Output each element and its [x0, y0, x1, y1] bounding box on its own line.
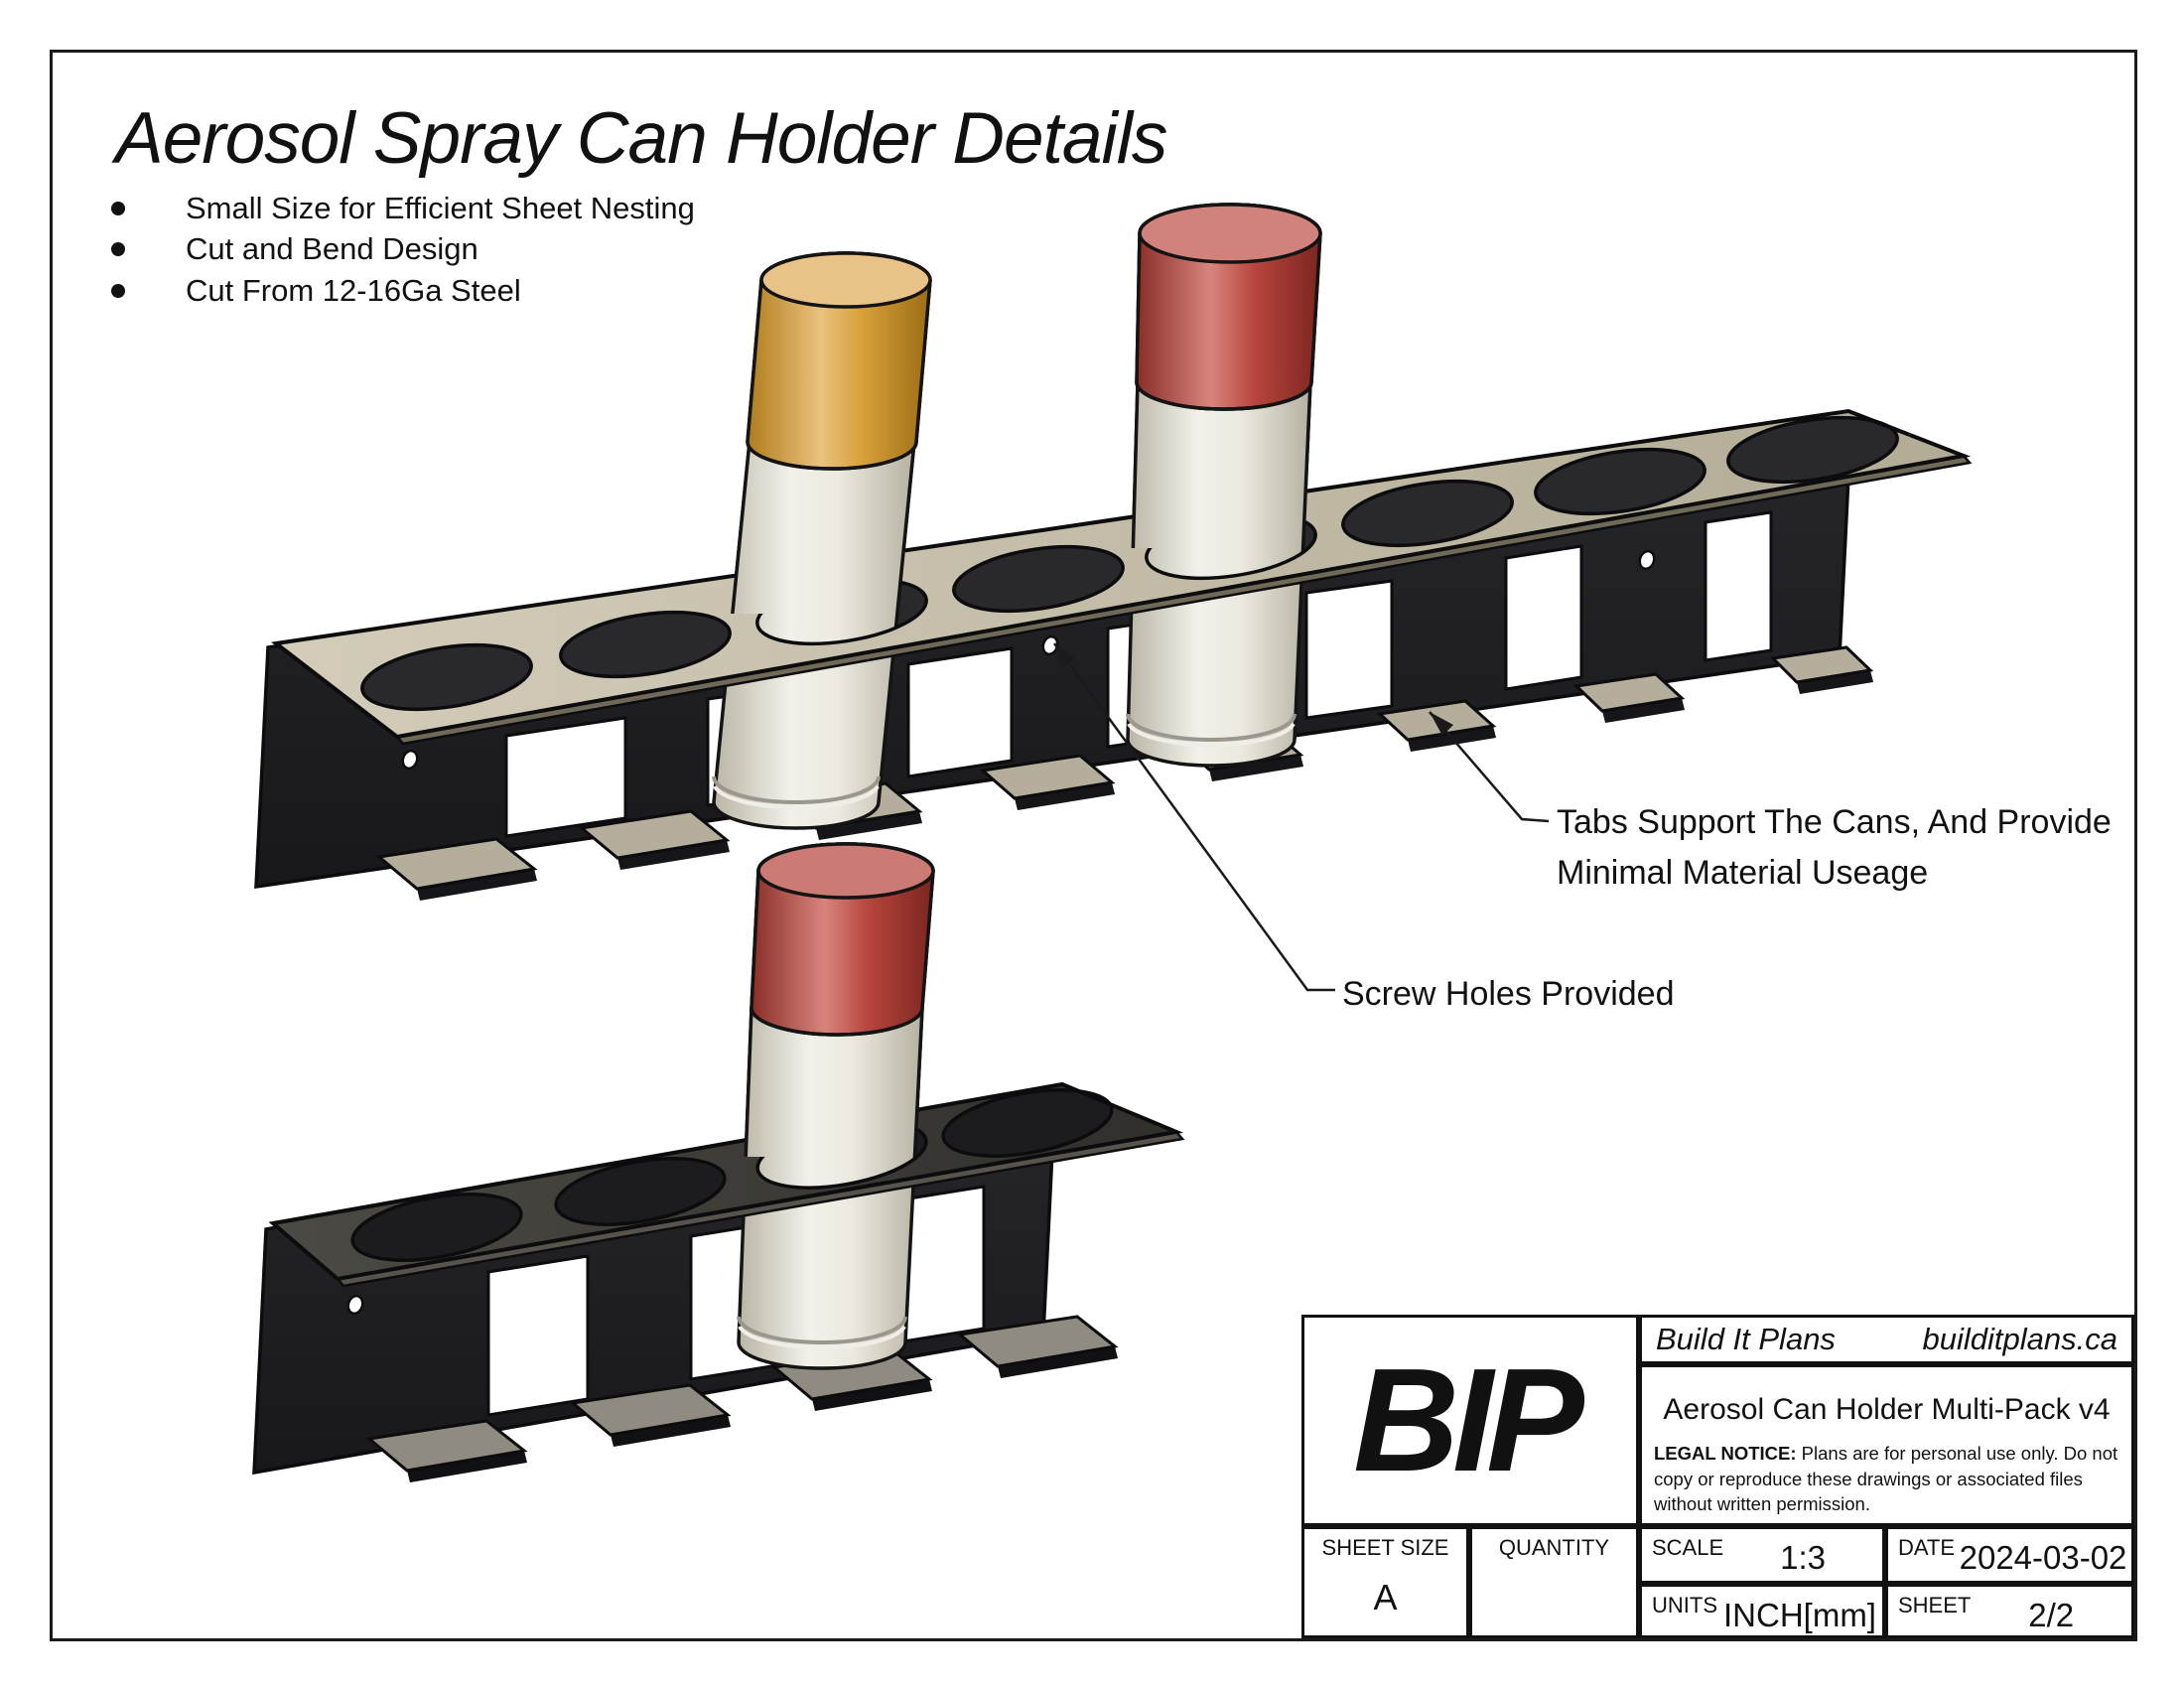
bullet-text: Cut From 12-16Ga Steel: [186, 273, 521, 308]
company-row: Build It Plans builditplans.ca: [1639, 1315, 2134, 1364]
quantity-label: QUANTITY: [1498, 1535, 1610, 1560]
legal-notice: LEGAL NOTICE: Plans are for personal use…: [1654, 1441, 2123, 1517]
annotation-tabs-line2: Minimal Material Useage: [1557, 854, 1929, 892]
bullet-text: Small Size for Efficient Sheet Nesting: [186, 191, 695, 225]
legal-notice-label: LEGAL NOTICE:: [1654, 1443, 1797, 1465]
bip-logo: BIP: [1353, 1337, 1584, 1502]
support-tabs-bottom: [365, 1315, 1119, 1482]
drawing-title-cell: Aerosol Can Holder Multi-Pack v4 LEGAL N…: [1639, 1364, 2134, 1526]
bullet-item: Small Size for Efficient Sheet Nesting: [111, 191, 695, 226]
annotation-tabs-line1: Tabs Support The Cans, And Provide: [1557, 803, 2112, 841]
scale-label: SCALE: [1652, 1535, 1724, 1560]
sheet-size-cell: SHEET SIZE A: [1301, 1526, 1469, 1638]
units-cell: UNITS INCH[mm]: [1639, 1584, 1885, 1638]
bullet-item: Cut and Bend Design: [111, 231, 478, 267]
logo-cell: BIP: [1301, 1315, 1639, 1526]
date-value: 2024-03-02: [1959, 1539, 2127, 1576]
sheet-number-label: SHEET: [1898, 1593, 1972, 1618]
annotation-tabs: Tabs Support The Cans, And Provide Minim…: [1557, 797, 2112, 899]
bullet-item: Cut From 12-16Ga Steel: [111, 273, 521, 309]
scale-value: 1:3: [1780, 1539, 1827, 1576]
sheet-size-label: SHEET SIZE: [1321, 1535, 1449, 1560]
company-website: builditplans.ca: [1922, 1322, 2117, 1356]
leader-tabs-arrowhead: [1430, 712, 1453, 736]
sheet-border: [50, 50, 2137, 1641]
sheet-size-value: A: [1373, 1577, 1398, 1618]
sheet-number-cell: SHEET 2/2: [1885, 1584, 2134, 1638]
scale-cell: SCALE 1:3: [1639, 1526, 1885, 1584]
bullet-icon: [111, 202, 125, 215]
bullet-icon: [111, 284, 125, 298]
date-label: DATE: [1898, 1535, 1956, 1560]
bullet-icon: [111, 242, 125, 256]
holder-bottom-render: [252, 842, 1185, 1482]
leader-screw: [1052, 642, 1335, 992]
quantity-value: [1472, 1561, 1636, 1577]
bullet-text: Cut and Bend Design: [186, 231, 478, 266]
units-label: UNITS: [1652, 1593, 1717, 1618]
leader-screw-arrowhead: [1054, 643, 1075, 669]
quantity-cell: QUANTITY: [1469, 1526, 1639, 1638]
units-value: INCH[mm]: [1723, 1597, 1876, 1633]
legal-notice-text: Plans are for personal use only. Do not …: [1654, 1443, 2118, 1515]
date-cell: DATE 2024-03-02: [1885, 1526, 2134, 1584]
leader-tabs: [1429, 711, 1550, 823]
title-block: BIP Build It Plans builditplans.ca Aeros…: [1301, 1315, 2134, 1638]
company-name: Build It Plans: [1656, 1322, 1836, 1356]
screw-holes: [401, 549, 1656, 771]
drawing-title: Aerosol Can Holder Multi-Pack v4: [1663, 1393, 2111, 1426]
annotation-screw-holes: Screw Holes Provided: [1342, 975, 1675, 1013]
sheet-number-value: 2/2: [2028, 1597, 2075, 1633]
page-title: Aerosol Spray Can Holder Details: [115, 98, 1167, 179]
screw-hole: [346, 1294, 364, 1316]
holder-top-render: [254, 203, 1973, 901]
